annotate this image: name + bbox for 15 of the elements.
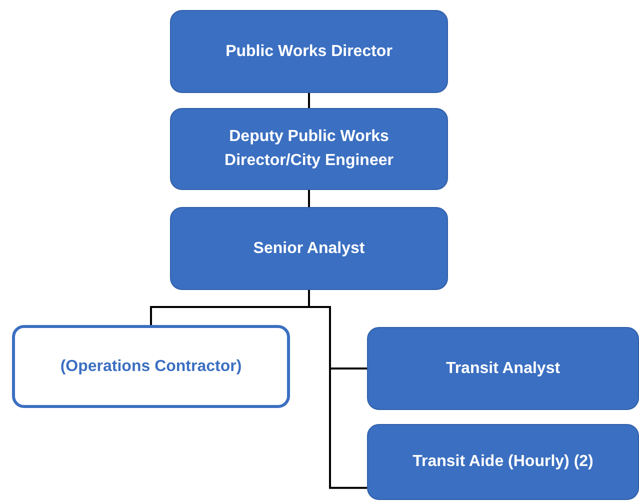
connector-line: [308, 93, 310, 108]
org-box: [170, 207, 448, 290]
position-title: Deputy Public Works Director/City Engineer: [224, 127, 394, 171]
position-title: (Operations Contractor): [60, 356, 242, 376]
position-title: Transit Analyst: [446, 358, 560, 378]
org-box: [170, 108, 448, 190]
position-title: Senior Analyst: [253, 238, 365, 258]
connector-line: [308, 190, 310, 207]
position-title: Public Works Director: [226, 42, 392, 62]
position-title: Transit Aide (Hourly) (2): [412, 452, 594, 472]
org-box: [367, 424, 639, 500]
org-box: [367, 327, 639, 410]
org-box: [170, 10, 448, 93]
connector-line: [308, 290, 367, 489]
org-box: [12, 325, 290, 408]
